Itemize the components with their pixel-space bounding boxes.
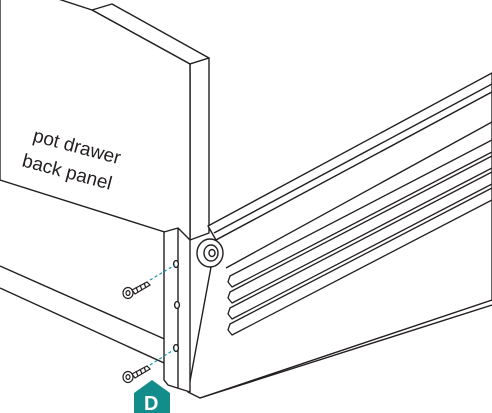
screw-lower (122, 348, 176, 384)
knob-center (208, 248, 216, 258)
back-panel (0, 0, 210, 369)
back-panel-lower-edge (0, 265, 179, 346)
screw-upper-body (122, 281, 151, 300)
screw-upper-guide (149, 264, 176, 281)
bracket-hole-bottom (172, 343, 180, 353)
step-badge-letter: D (144, 393, 158, 413)
step-badge: D (134, 380, 170, 413)
groove-1 (227, 139, 492, 288)
bracket-hole-middle (173, 300, 181, 310)
groove-3 (227, 171, 492, 320)
drawer-side-bottom-edge (199, 304, 492, 399)
groove-2 (227, 155, 492, 304)
end-bracket (163, 227, 191, 393)
screw-upper (122, 264, 176, 300)
drawer-side-recess (225, 121, 492, 269)
back-panel-face (0, 0, 191, 241)
back-panel-bottom-edge (0, 287, 176, 369)
bracket-hole-top (172, 259, 180, 269)
drawer-side-top-rail-inner (213, 83, 492, 234)
groove-4 (227, 187, 492, 336)
connector-knob (196, 238, 224, 268)
back-panel-side-edge (189, 57, 210, 241)
bracket-plate (163, 227, 191, 393)
step-badge-shape (134, 380, 170, 413)
screw-lower-body (122, 365, 151, 384)
screw-lower-guide (149, 348, 176, 366)
drawer-grooves (227, 139, 492, 336)
